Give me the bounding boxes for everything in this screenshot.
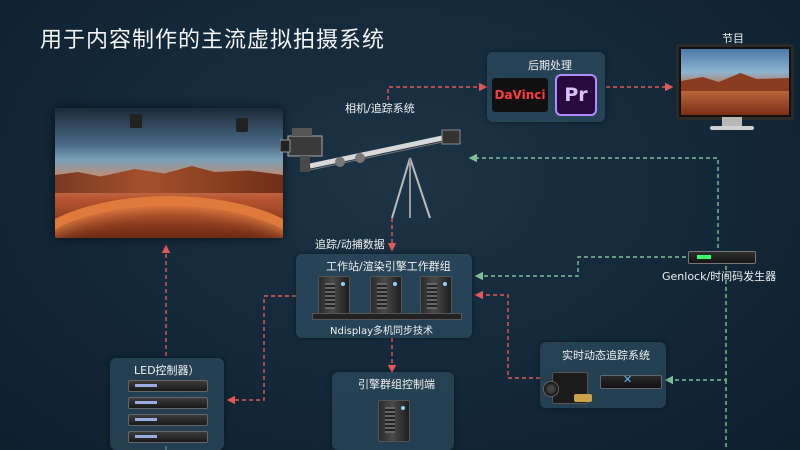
tracking-data-label: 追踪/动捕数据 (315, 238, 385, 251)
premiere-logo-icon: Pr (555, 74, 597, 116)
stage-light-icon (130, 114, 142, 128)
genlock-device-icon (688, 251, 756, 264)
cluster-control-label: 引擎群组控制端 (358, 378, 435, 391)
page-title: 用于内容制作的主流虚拟拍摄系统 (40, 28, 386, 53)
cluster-tower-icon (378, 400, 410, 442)
led-wall-image (55, 108, 283, 238)
program-label: 节目 (722, 32, 744, 45)
camera-tracking-label: 相机/追踪系统 (345, 102, 415, 115)
led-controller-unit-icon (128, 431, 208, 443)
tracking-base-station-icon (600, 373, 662, 389)
camera-crane-icon (280, 128, 461, 219)
link-genlock-to-workstation (474, 256, 686, 281)
led-controller-unit-icon (128, 380, 208, 392)
workstation-tower-icon (318, 276, 350, 318)
rack-base-icon (312, 313, 462, 320)
led-controller-unit-icon (128, 397, 208, 409)
davinci-logo-icon: DaVinci (492, 78, 548, 112)
monitor-icon (676, 44, 794, 120)
stage-light-icon (236, 118, 248, 132)
genlock-label: Genlock/时间码发生器 (662, 270, 777, 283)
ndisplay-label: Ndisplay多机同步技术 (330, 326, 433, 337)
link-workstation-to-led (226, 295, 296, 405)
led-controller-label: LED控制器） (134, 364, 200, 377)
workstation-label: 工作站/渲染引擎工作群组 (326, 260, 451, 273)
link-mocap-to-workstation (474, 290, 540, 379)
link-camera-to-post (387, 82, 488, 100)
mocap-label: 实时动态追踪系统 (562, 349, 650, 362)
link-genlock-to-camera (468, 153, 719, 248)
monitor-base (710, 126, 754, 130)
ring-shape (55, 196, 283, 238)
post-processing-label: 后期处理 (528, 59, 572, 72)
mesa-shape (55, 166, 283, 193)
led-controller-unit-icon (128, 414, 208, 426)
workstation-tower-icon (370, 276, 402, 318)
workstation-tower-icon (420, 276, 452, 318)
tracker-dongle-icon (574, 394, 592, 402)
monitor-stand (722, 117, 742, 127)
